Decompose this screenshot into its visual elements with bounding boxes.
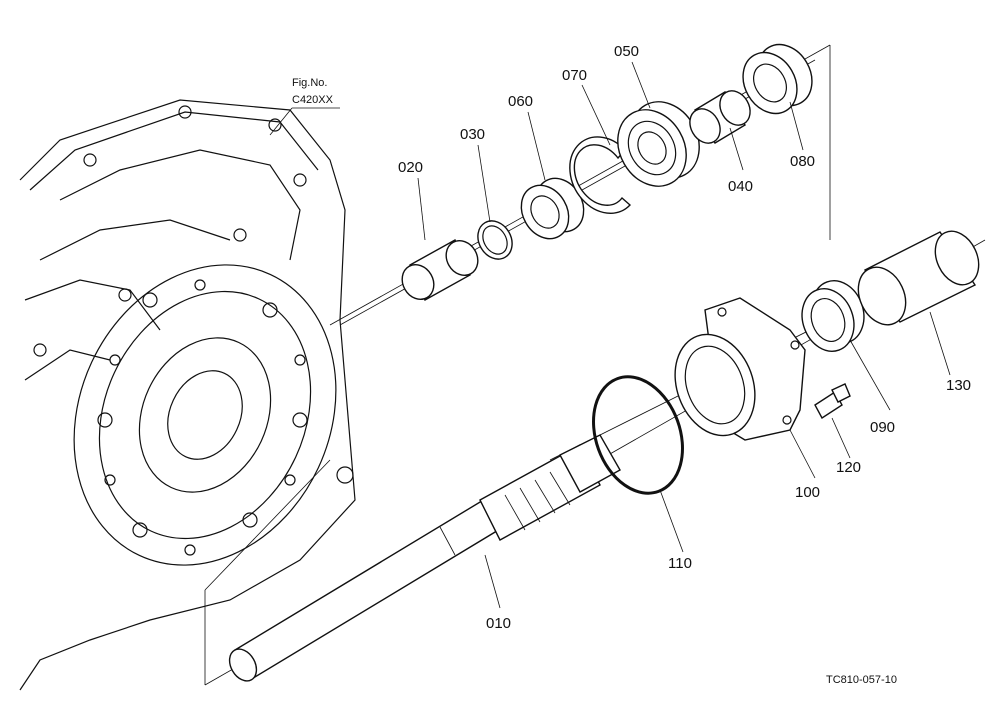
part-label-060: 060 bbox=[508, 93, 533, 110]
part-label-100: 100 bbox=[795, 484, 820, 501]
fig-caption: Fig.No. bbox=[292, 77, 327, 89]
snap-ring-part bbox=[477, 220, 513, 260]
drawing-code: TC810-057-10 bbox=[826, 674, 897, 686]
part-label-030: 030 bbox=[460, 126, 485, 143]
part-label-070: 070 bbox=[562, 67, 587, 84]
part-label-040: 040 bbox=[728, 178, 753, 195]
pto-shaft-part bbox=[228, 434, 621, 682]
part-label-120: 120 bbox=[836, 459, 861, 476]
internal-circlip-part bbox=[569, 136, 632, 214]
o-ring-part bbox=[592, 375, 684, 495]
leader-lines bbox=[269, 61, 951, 609]
part-label-130: 130 bbox=[946, 377, 971, 394]
part-label-010: 010 bbox=[486, 615, 511, 632]
part-label-090: 090 bbox=[870, 419, 895, 436]
fig-reference: C420XX bbox=[292, 94, 334, 106]
outer-oil-seal-part bbox=[742, 43, 813, 115]
sleeve-part bbox=[857, 230, 980, 326]
part-label-080: 080 bbox=[790, 153, 815, 170]
part-label-110: 110 bbox=[668, 555, 692, 572]
part-label-020: 020 bbox=[398, 159, 423, 176]
ball-bearing-part bbox=[617, 101, 700, 187]
gearcase-housing bbox=[19, 99, 356, 691]
part-label-050: 050 bbox=[614, 43, 639, 60]
bearing-case-part bbox=[674, 297, 806, 441]
rear-oil-seal-part bbox=[801, 280, 865, 352]
oil-seal-part bbox=[520, 177, 585, 240]
needle-bearing-part bbox=[401, 239, 479, 301]
plug-part bbox=[814, 383, 851, 420]
collar-part bbox=[689, 90, 751, 144]
